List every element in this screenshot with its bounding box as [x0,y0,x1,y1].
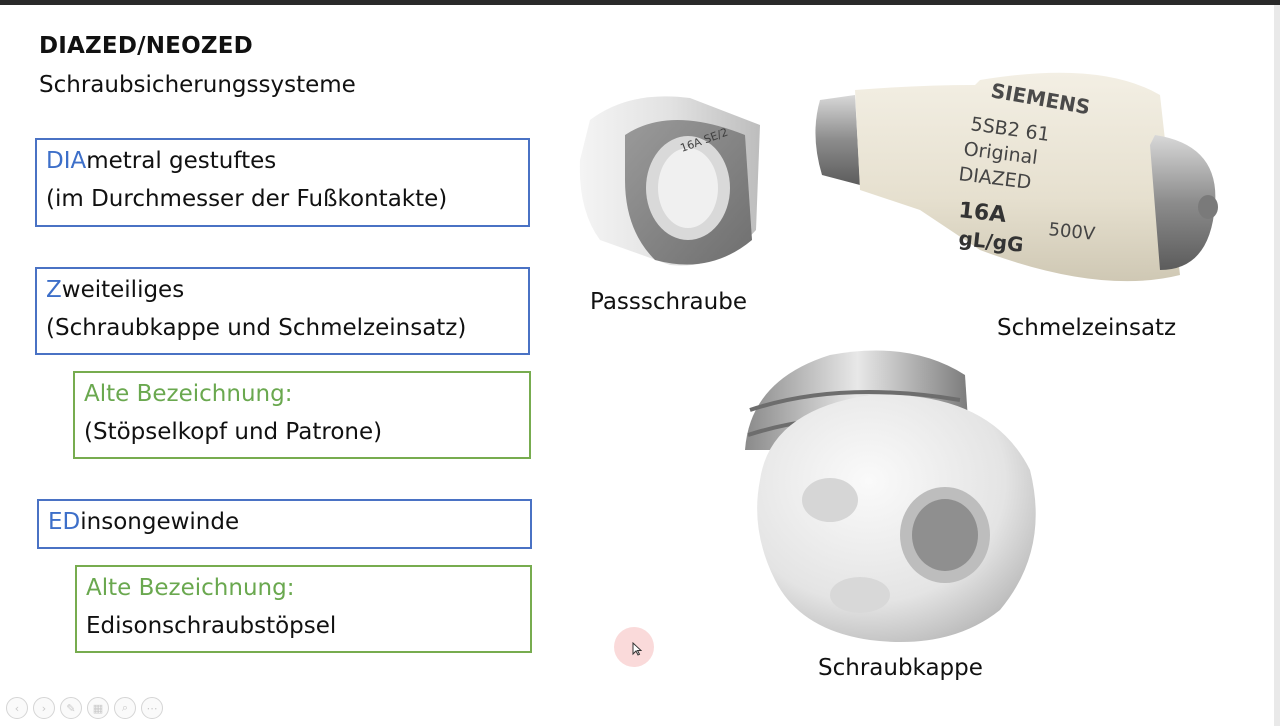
caption-passschraube: Passschraube [590,289,747,315]
top-window-bar [0,0,1280,5]
schmelzeinsatz-image: SIEMENS 5SB2 61 Original DIAZED 16A 500V… [815,72,1218,282]
next-icon[interactable]: › [33,697,55,719]
dia-line-1: DIAmetral gestuftes [46,148,276,174]
presentation-toolbar: ‹ › ✎ ▦ ⌕ ⋯ [6,697,163,721]
more-icon[interactable]: ⋯ [141,697,163,719]
ed-highlight: ED [48,509,81,535]
mouse-pointer-icon [632,642,642,656]
dia-definition-box: DIAmetral gestuftes (im Durchmesser der … [35,138,530,227]
schraubkappe-image [745,350,1036,642]
alt-name-box-2: Alte Bezeichnung: Edisonschraubstöpsel [75,565,532,653]
alt-text-1: (Stöpselkopf und Patrone) [84,419,383,445]
slide-subtitle: Schraubsicherungssysteme [39,72,356,98]
fuse-voltage: 500V [1047,219,1096,245]
ed-line-1: EDinsongewinde [48,509,239,535]
z-definition-box: Zweiteiliges (Schraubkappe und Schmelzei… [35,267,530,355]
caption-schraubkappe: Schraubkappe [818,655,983,681]
right-scroll-edge [1274,5,1280,726]
dia-rest: metral gestuftes [86,148,277,174]
z-highlight: Z [46,277,62,303]
slide-title: DIAZED/NEOZED [39,33,253,59]
ed-rest: insongewinde [80,509,240,535]
dia-line-2: (im Durchmesser der Fußkontakte) [46,186,448,212]
pen-icon[interactable]: ✎ [60,697,82,719]
zoom-icon[interactable]: ⌕ [114,697,136,719]
prev-icon[interactable]: ‹ [6,697,28,719]
fuse-current: 16A [957,198,1007,228]
dia-highlight: DIA [46,148,87,174]
z-rest: weiteiliges [61,277,185,303]
alt-name-box-1: Alte Bezeichnung: (Stöpselkopf und Patro… [73,371,531,459]
alt-text-2: Edisonschraubstöpsel [86,613,337,639]
caption-schmelzeinsatz: Schmelzeinsatz [997,315,1177,341]
passschraube-image: 16A SE/2 [579,96,760,266]
alt-label-1: Alte Bezeichnung: [84,381,293,407]
ed-definition-box: EDinsongewinde [37,499,532,549]
slides-icon[interactable]: ▦ [87,697,109,719]
alt-label-2: Alte Bezeichnung: [86,575,295,601]
z-line-1: Zweiteiliges [46,277,184,303]
z-line-2: (Schraubkappe und Schmelzeinsatz) [46,315,467,341]
